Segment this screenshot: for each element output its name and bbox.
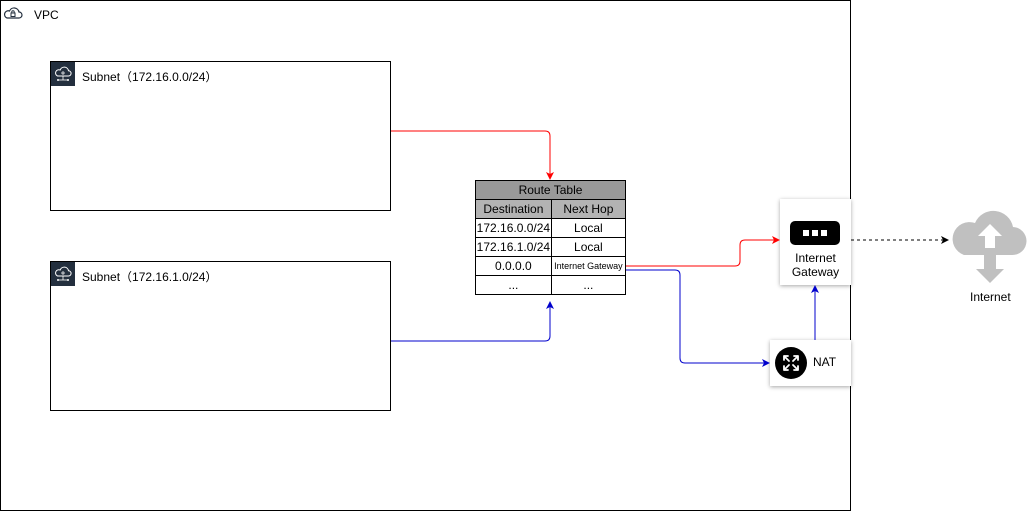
subnet-network-icon — [51, 62, 75, 86]
subnet-private[interactable]: Subnet（172.16.1.0/24） — [50, 261, 391, 411]
igw-label-line2: Gateway — [791, 265, 840, 279]
route-next-hop: ... — [550, 275, 627, 295]
route-destination: 0.0.0.0 — [475, 256, 552, 276]
column-header-destination: Destination — [475, 199, 552, 219]
internet-gateway-icon — [790, 221, 840, 250]
subnet-network-icon — [51, 262, 75, 286]
subnet-public[interactable]: Subnet（172.16.0.0/24） — [50, 61, 391, 211]
route-next-hop: Local — [550, 237, 627, 257]
route-to-nat-arrow — [626, 269, 770, 367]
nat-label: NAT — [813, 355, 837, 369]
table-row: ... ... — [475, 275, 627, 295]
route-destination: 172.16.0.0/24 — [475, 218, 552, 238]
nat-gateway-icon — [775, 347, 807, 384]
subnet-label: Subnet（172.16.0.0/24） — [82, 70, 218, 84]
table-row: 172.16.1.0/24 Local — [475, 237, 627, 257]
route-table[interactable]: Route Table Destination Next Hop 172.16.… — [475, 180, 627, 295]
internet-gateway[interactable]: Internet Gateway — [780, 199, 851, 285]
igw-label-line1: Internet — [795, 251, 836, 265]
private-subnet-route-arrow — [391, 301, 554, 342]
nat-gateway[interactable]: NAT — [770, 340, 851, 386]
vpc-label: VPC — [34, 8, 59, 22]
table-row: 0.0.0.0 Internet Gateway — [475, 256, 627, 276]
internet-gateway-label: Internet Gateway — [780, 251, 851, 279]
public-subnet-route-arrow — [391, 130, 554, 180]
column-header-next-hop: Next Hop — [550, 199, 627, 219]
subnet-label: Subnet（172.16.1.0/24） — [82, 270, 218, 284]
route-destination: ... — [475, 275, 552, 295]
vpc-cloud-lock-icon — [1, 1, 25, 25]
internet-cloud-icon[interactable] — [950, 203, 1030, 293]
route-to-igw-arrow — [626, 236, 780, 267]
route-table-title: Route Table — [475, 180, 626, 200]
route-destination: 172.16.1.0/24 — [475, 237, 552, 257]
internet-label: Internet — [970, 290, 1011, 304]
